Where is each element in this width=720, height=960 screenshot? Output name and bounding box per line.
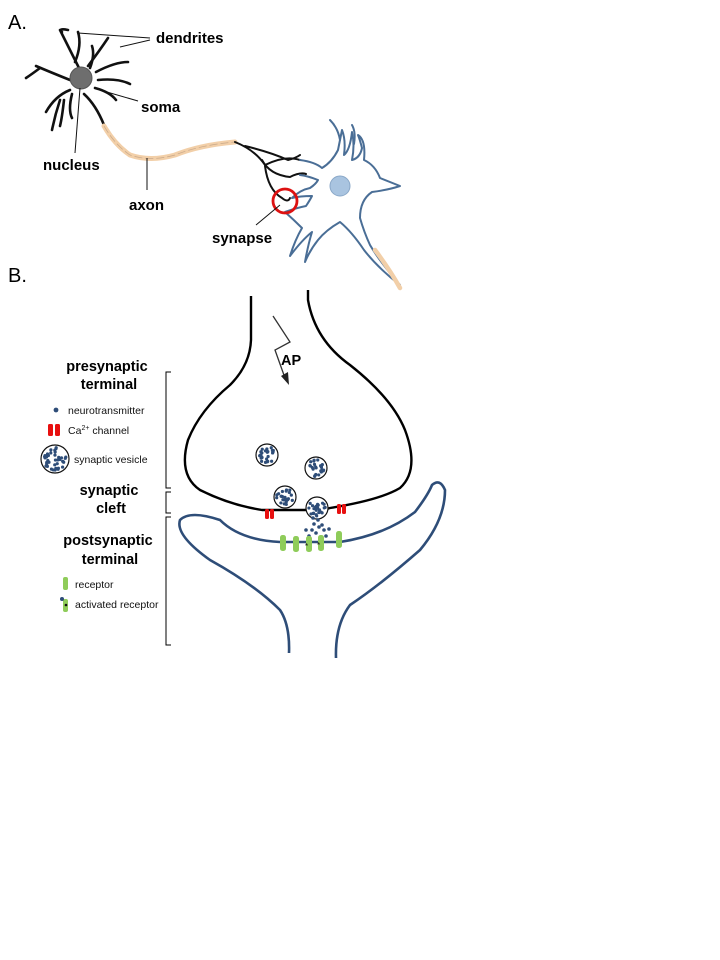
legend-neurotransmitter: neurotransmitter bbox=[68, 405, 145, 417]
legend-vesicle bbox=[40, 444, 70, 474]
neurotransmitter bbox=[311, 516, 315, 520]
heading-cleft: synaptic cleft bbox=[80, 483, 143, 517]
label-soma: soma bbox=[141, 99, 181, 116]
ca-channel-icon bbox=[48, 424, 60, 436]
neurotransmitter bbox=[314, 531, 318, 535]
ca-channel-left bbox=[265, 509, 274, 519]
presynaptic-neuron bbox=[24, 28, 132, 132]
bracket-cleft bbox=[165, 491, 171, 514]
presynaptic-terminal-outline bbox=[183, 290, 413, 512]
neurotransmitter bbox=[317, 525, 321, 529]
synaptic-vesicle-icon bbox=[40, 444, 70, 474]
ca-channel-right bbox=[337, 504, 346, 514]
vesicle bbox=[255, 443, 279, 467]
receptor bbox=[293, 536, 299, 552]
label-nucleus: nucleus bbox=[43, 157, 100, 174]
postsyn-nucleus-icon bbox=[329, 175, 351, 197]
neurotransmitter bbox=[310, 528, 314, 532]
activated-receptor bbox=[318, 535, 324, 551]
activated-receptor-icon bbox=[60, 597, 68, 612]
neurotransmitter bbox=[322, 528, 326, 532]
neurotransmitter bbox=[327, 527, 331, 531]
heading-presynaptic: presynaptic terminal bbox=[66, 359, 151, 393]
postsyn-axon-myelin bbox=[372, 247, 403, 291]
axon-myelin bbox=[101, 123, 238, 161]
bracket-presynaptic bbox=[165, 371, 171, 489]
panel-b-label: B. bbox=[8, 265, 27, 287]
receptor-icon bbox=[63, 577, 68, 590]
heading-postsynaptic: postsynaptic terminal bbox=[63, 533, 156, 568]
neurotransmitter bbox=[320, 523, 324, 527]
label-dendrites: dendrites bbox=[156, 30, 224, 47]
leader-lines bbox=[74, 32, 281, 226]
neurotransmitter bbox=[312, 522, 316, 526]
synapse-highlight-icon bbox=[271, 187, 299, 215]
label-synapse: synapse bbox=[212, 230, 272, 247]
section-brackets bbox=[165, 371, 171, 646]
receptor bbox=[280, 535, 286, 551]
receptors: * * bbox=[280, 531, 342, 552]
svg-text:*: * bbox=[305, 542, 308, 551]
postsynaptic-terminal-outline bbox=[178, 481, 447, 659]
receptor bbox=[336, 531, 342, 548]
axon-terminals bbox=[234, 141, 307, 202]
vesicle-fusing bbox=[305, 496, 329, 520]
ap-label: AP bbox=[281, 353, 301, 369]
neurotransmitter-icon bbox=[53, 407, 59, 413]
activated-receptor bbox=[306, 536, 312, 552]
neurotransmitter bbox=[304, 528, 308, 532]
legend-activated-receptor: activated receptor bbox=[75, 599, 159, 611]
axon-myelin-detail bbox=[103, 125, 236, 159]
legend-ca-channel: Ca2+ channel bbox=[68, 425, 129, 437]
action-potential-arrow bbox=[272, 315, 291, 385]
released-neurotransmitters bbox=[304, 516, 331, 542]
legend-receptor: receptor bbox=[75, 579, 114, 591]
label-axon: axon bbox=[129, 197, 164, 214]
panel-a-label: A. bbox=[8, 12, 27, 34]
vesicle bbox=[304, 456, 328, 480]
neurotransmitter bbox=[316, 518, 320, 522]
svg-text:*: * bbox=[317, 541, 320, 550]
legend: neurotransmitter Ca2+ channel synaptic v… bbox=[40, 405, 159, 612]
legend-synaptic-vesicle: synaptic vesicle bbox=[74, 454, 148, 466]
vesicles bbox=[255, 443, 329, 520]
neurotransmitter bbox=[324, 534, 328, 538]
vesicle bbox=[273, 485, 297, 509]
bracket-postsynaptic bbox=[165, 516, 171, 646]
soma-nucleus-icon bbox=[69, 66, 93, 90]
